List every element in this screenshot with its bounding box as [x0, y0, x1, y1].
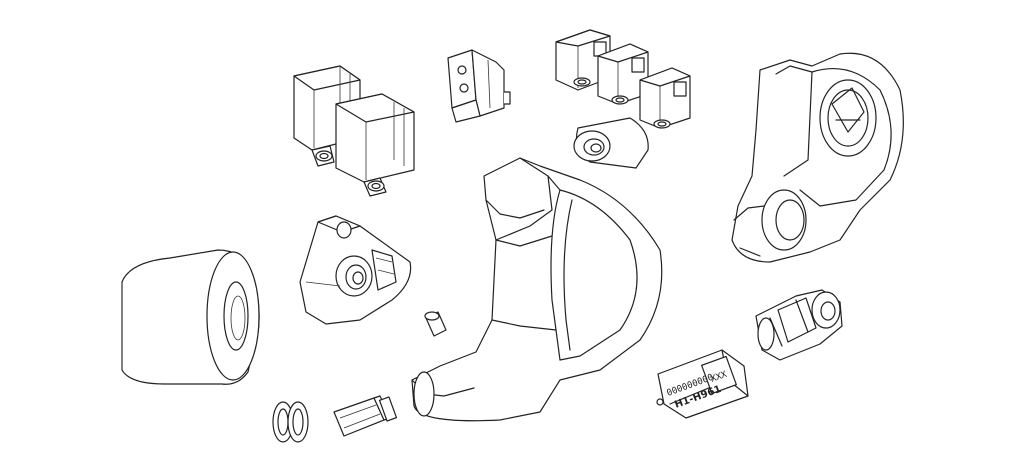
triple-driver-stack: [555, 29, 691, 129]
small-driver: [447, 49, 511, 123]
nozzle: [573, 117, 649, 169]
inner-frame: [299, 215, 412, 325]
crossover-pcb: 000000000 H1-H961 XXX: [656, 349, 749, 419]
damper-tube: [333, 395, 398, 437]
triple-driver-3: [639, 67, 691, 129]
damper-plug: [424, 311, 447, 337]
driver-b: [335, 93, 415, 197]
mmcx-socket: [755, 289, 843, 361]
shell: [411, 157, 663, 422]
foam-tip: [121, 249, 260, 385]
triple-driver-2: [597, 43, 649, 105]
o-rings: [272, 401, 309, 443]
faceplate: [731, 52, 904, 263]
